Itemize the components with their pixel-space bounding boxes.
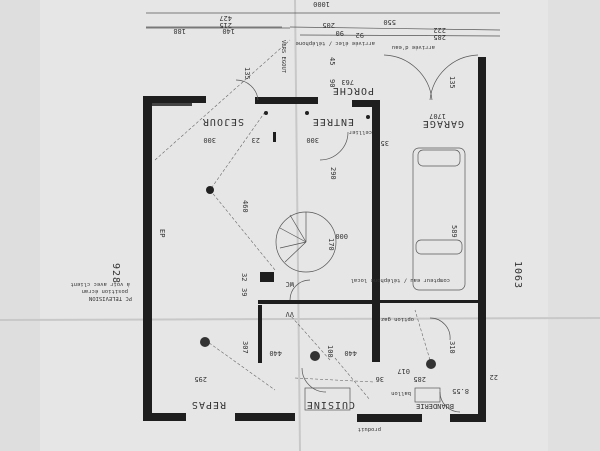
dim-205: 205 xyxy=(322,21,335,29)
note-pc-television: PC TELEVISION xyxy=(89,295,132,301)
dim-188: 188 xyxy=(173,27,186,35)
spiral-staircase xyxy=(275,211,337,273)
dim-total-width: 1000 xyxy=(313,0,330,8)
dim-222: 222 xyxy=(433,26,446,34)
dim-427: 427 xyxy=(219,14,232,22)
dim-440-right: 440 xyxy=(344,349,357,357)
laundry-sink xyxy=(414,387,441,403)
paper-edge xyxy=(548,0,600,451)
door-swings xyxy=(235,54,479,413)
dim-45: 45 xyxy=(328,57,336,65)
dim-39: 39 xyxy=(240,288,248,296)
room-wc: WC xyxy=(286,280,294,288)
dim-92: 92 xyxy=(356,31,364,39)
light-icon xyxy=(200,337,210,347)
note-compteur: compteur eau / téléphone local xyxy=(351,277,450,284)
note-arrivee-eau: arrivée d'eau xyxy=(392,44,435,51)
dim-460: 460 xyxy=(241,200,249,213)
dim-23: 23 xyxy=(252,136,260,144)
light-fixtures xyxy=(200,111,436,369)
note-option-gaz: option gaz xyxy=(381,316,414,322)
buanderie-area: 8.55 xyxy=(452,387,469,395)
paper-edge xyxy=(0,0,40,451)
room-sejour: SEJOUR xyxy=(202,116,244,127)
dim-310: 310 xyxy=(448,341,456,354)
electrical-wiring xyxy=(154,39,431,401)
dim-300-left: 300 xyxy=(203,136,216,144)
room-entree: ENTREE xyxy=(312,116,354,127)
room-garage: GARAGE xyxy=(422,118,464,129)
dim-height-right: 1063 xyxy=(512,261,523,289)
walls xyxy=(143,57,486,422)
note-vers-egout: VERS EGOUT xyxy=(280,40,286,74)
dim-90b: 90 xyxy=(328,79,336,87)
dim-290: 290 xyxy=(329,167,337,180)
note-cellier: cellier xyxy=(348,129,372,135)
garage-area: 1707 xyxy=(429,112,446,120)
room-repas: REPAS xyxy=(191,399,226,410)
note-a-voir: à voir avec client xyxy=(70,281,130,288)
dim-90: 90 xyxy=(336,29,344,37)
room-labels: SEJOUR ENTREE PORCHE 763 GARAGE 1707 REP… xyxy=(191,78,469,410)
annotations: EP VERS EGOUT arrivée d'eau arrivée élec… xyxy=(70,40,450,432)
dimension-lines-top xyxy=(146,12,501,37)
note-ep: EP xyxy=(158,229,166,237)
fold-line xyxy=(0,317,600,321)
room-porche: PORCHE xyxy=(332,85,374,96)
dim-295: 295 xyxy=(194,375,207,383)
light-icon xyxy=(310,351,320,361)
dim-170: 170 xyxy=(327,238,335,251)
dim-35: 35 xyxy=(381,139,389,147)
note-vv: VV xyxy=(285,310,294,318)
dim-135-left: 135 xyxy=(243,67,251,80)
dim-36: 36 xyxy=(376,375,384,383)
dim-100: 100 xyxy=(326,345,334,358)
note-ballon: ballon xyxy=(391,390,411,396)
room-buanderie: BUANDERIE xyxy=(416,402,454,410)
dim-550: 550 xyxy=(383,18,396,26)
dim-32: 32 xyxy=(240,273,248,281)
dim-307: 307 xyxy=(241,341,249,354)
dim-589: 589 xyxy=(450,225,458,238)
dim-215: 215 xyxy=(219,21,232,29)
dimension-labels: 1000 427 215 188 140 205 550 222 285 90 … xyxy=(110,0,523,383)
dim-285-top: 285 xyxy=(433,33,446,41)
note-arrivee-elec: arrivée élec / téléphone xyxy=(296,40,375,47)
dim-285-bottom: 285 xyxy=(413,375,426,383)
note-position-ecran: position écran xyxy=(82,288,128,295)
light-icon xyxy=(206,186,214,194)
kitchen-counter xyxy=(304,387,351,411)
dim-440-left: 440 xyxy=(269,349,282,357)
dim-017: 017 xyxy=(397,367,410,375)
room-cuisine: CUISINE xyxy=(306,399,355,410)
fold-line xyxy=(294,0,301,451)
dim-140: 140 xyxy=(222,27,235,35)
dim-000: 000 xyxy=(335,232,348,240)
porche-area: 763 xyxy=(341,78,354,86)
car-outline xyxy=(412,147,466,291)
light-icon xyxy=(426,359,436,369)
dim-height-left: 928 xyxy=(110,263,121,284)
dim-22: 22 xyxy=(490,373,498,381)
dim-135-right: 135 xyxy=(448,76,456,89)
note-produit: produit xyxy=(358,426,381,432)
dim-300-mid: 300 xyxy=(306,136,319,144)
window xyxy=(152,103,192,106)
